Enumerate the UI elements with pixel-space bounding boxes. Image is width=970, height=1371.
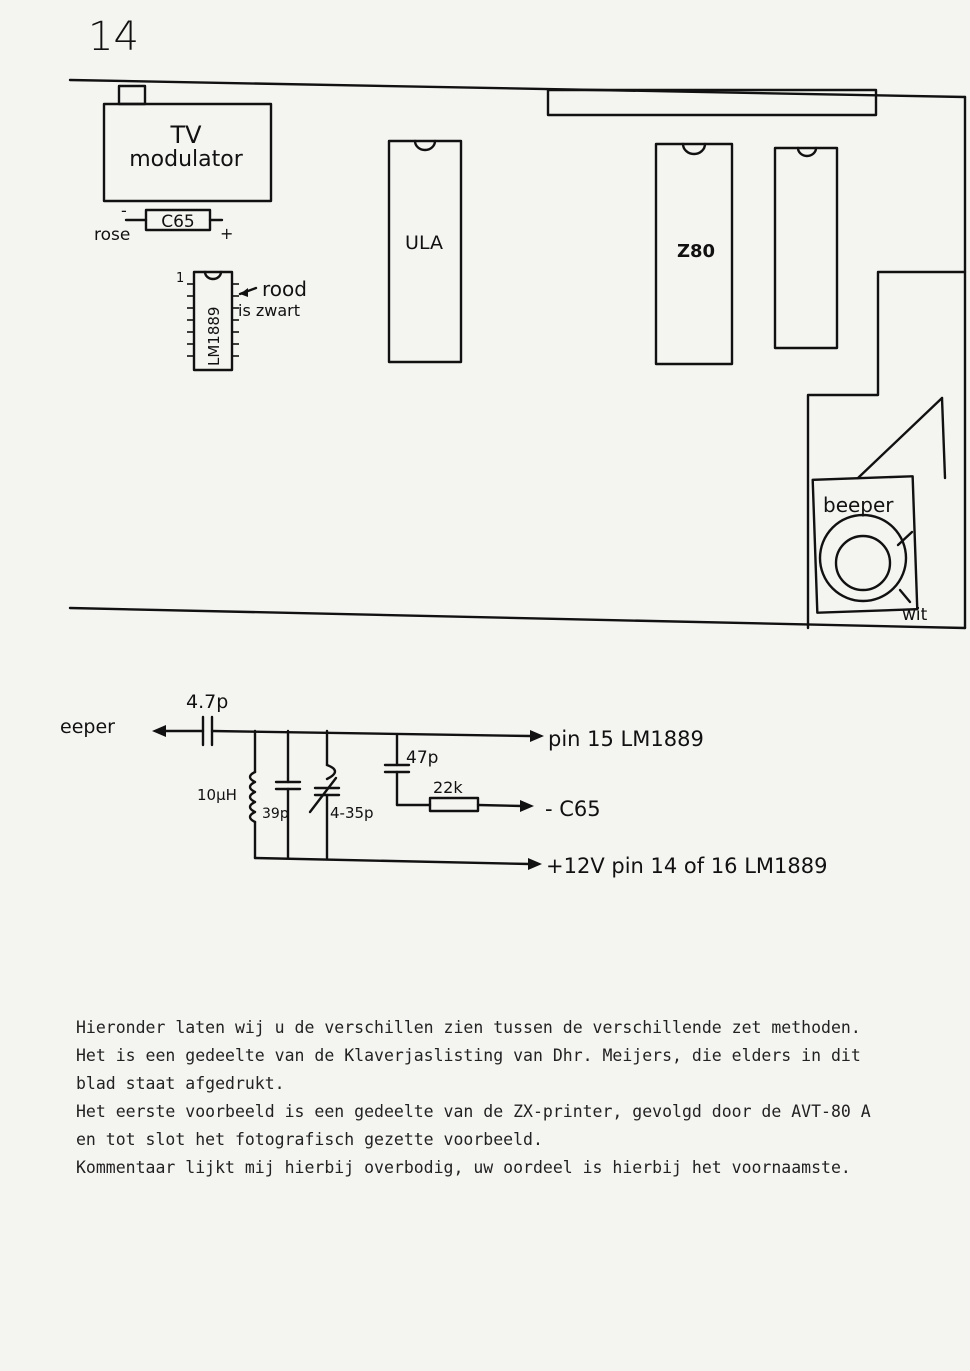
cap-4-7p-label: 4.7p (186, 691, 228, 713)
circuit-beeper-label: eeper (60, 716, 115, 738)
cap-39p-label: 39p (262, 806, 289, 822)
tv-modulator: TV modulator (102, 84, 273, 203)
beeper-wire-1 (896, 530, 914, 547)
paragraph-2: Het is een gedeelte van de Klaverjaslist… (76, 1046, 861, 1093)
out-pin15-label: pin 15 LM1889 (548, 727, 704, 751)
z80-label: Z80 (677, 241, 715, 262)
beeper-label: beeper (823, 493, 894, 517)
paragraph-4: Kommentaar lijkt mij hierbij overbodig, … (76, 1158, 851, 1177)
ula-chip: ULA (387, 139, 463, 364)
out-12v-label: +12V pin 14 of 16 LM1889 (546, 854, 827, 878)
board-outline (68, 78, 967, 630)
page-number: 14 (88, 14, 139, 60)
rose-label: rose (94, 225, 130, 245)
z80-chip: Z80 (654, 142, 734, 366)
paragraph-3: Het eerste voorbeeld is een gedeelte van… (76, 1102, 871, 1149)
pin1-mark: 1 (176, 271, 184, 286)
ula-label: ULA (405, 232, 443, 254)
beeper-area: beeper wit (806, 270, 967, 630)
resistor-label: 22k (433, 778, 463, 797)
c65-component: C65 rose - + (94, 201, 233, 245)
c65-plus: + (220, 224, 233, 243)
zwart-label: is zwart (238, 301, 300, 320)
rood-label: rood (262, 277, 307, 301)
c65-label: C65 (161, 212, 195, 232)
out-c65-label: - C65 (545, 797, 601, 821)
tv-modulator-label-2: modulator (129, 147, 243, 172)
unlabelled-chip (773, 146, 839, 350)
cap-47p-label: 47p (406, 748, 438, 768)
trimmer-label: 4-35p (330, 804, 374, 822)
beeper-wire-2 (898, 588, 912, 604)
paragraph-1: Hieronder laten wij u de verschillen zie… (76, 1018, 861, 1037)
wiring-diagram: TV modulator C65 rose - + (60, 78, 967, 878)
circuit-schematic: eeper 4.7p pin 15 LM1889 10µH 39p (60, 691, 827, 878)
lm1889-chip-label: LM1889 (205, 307, 223, 366)
tv-modulator-label-1: TV (169, 121, 202, 149)
c65-minus: - (121, 201, 127, 220)
lm1889-chip: LM1889 1 rood is zwart (176, 270, 307, 372)
body-text: Hieronder laten wij u de verschillen zie… (76, 1014, 888, 1182)
wit-label: wit (902, 605, 928, 625)
inductor-label: 10µH (197, 786, 237, 804)
